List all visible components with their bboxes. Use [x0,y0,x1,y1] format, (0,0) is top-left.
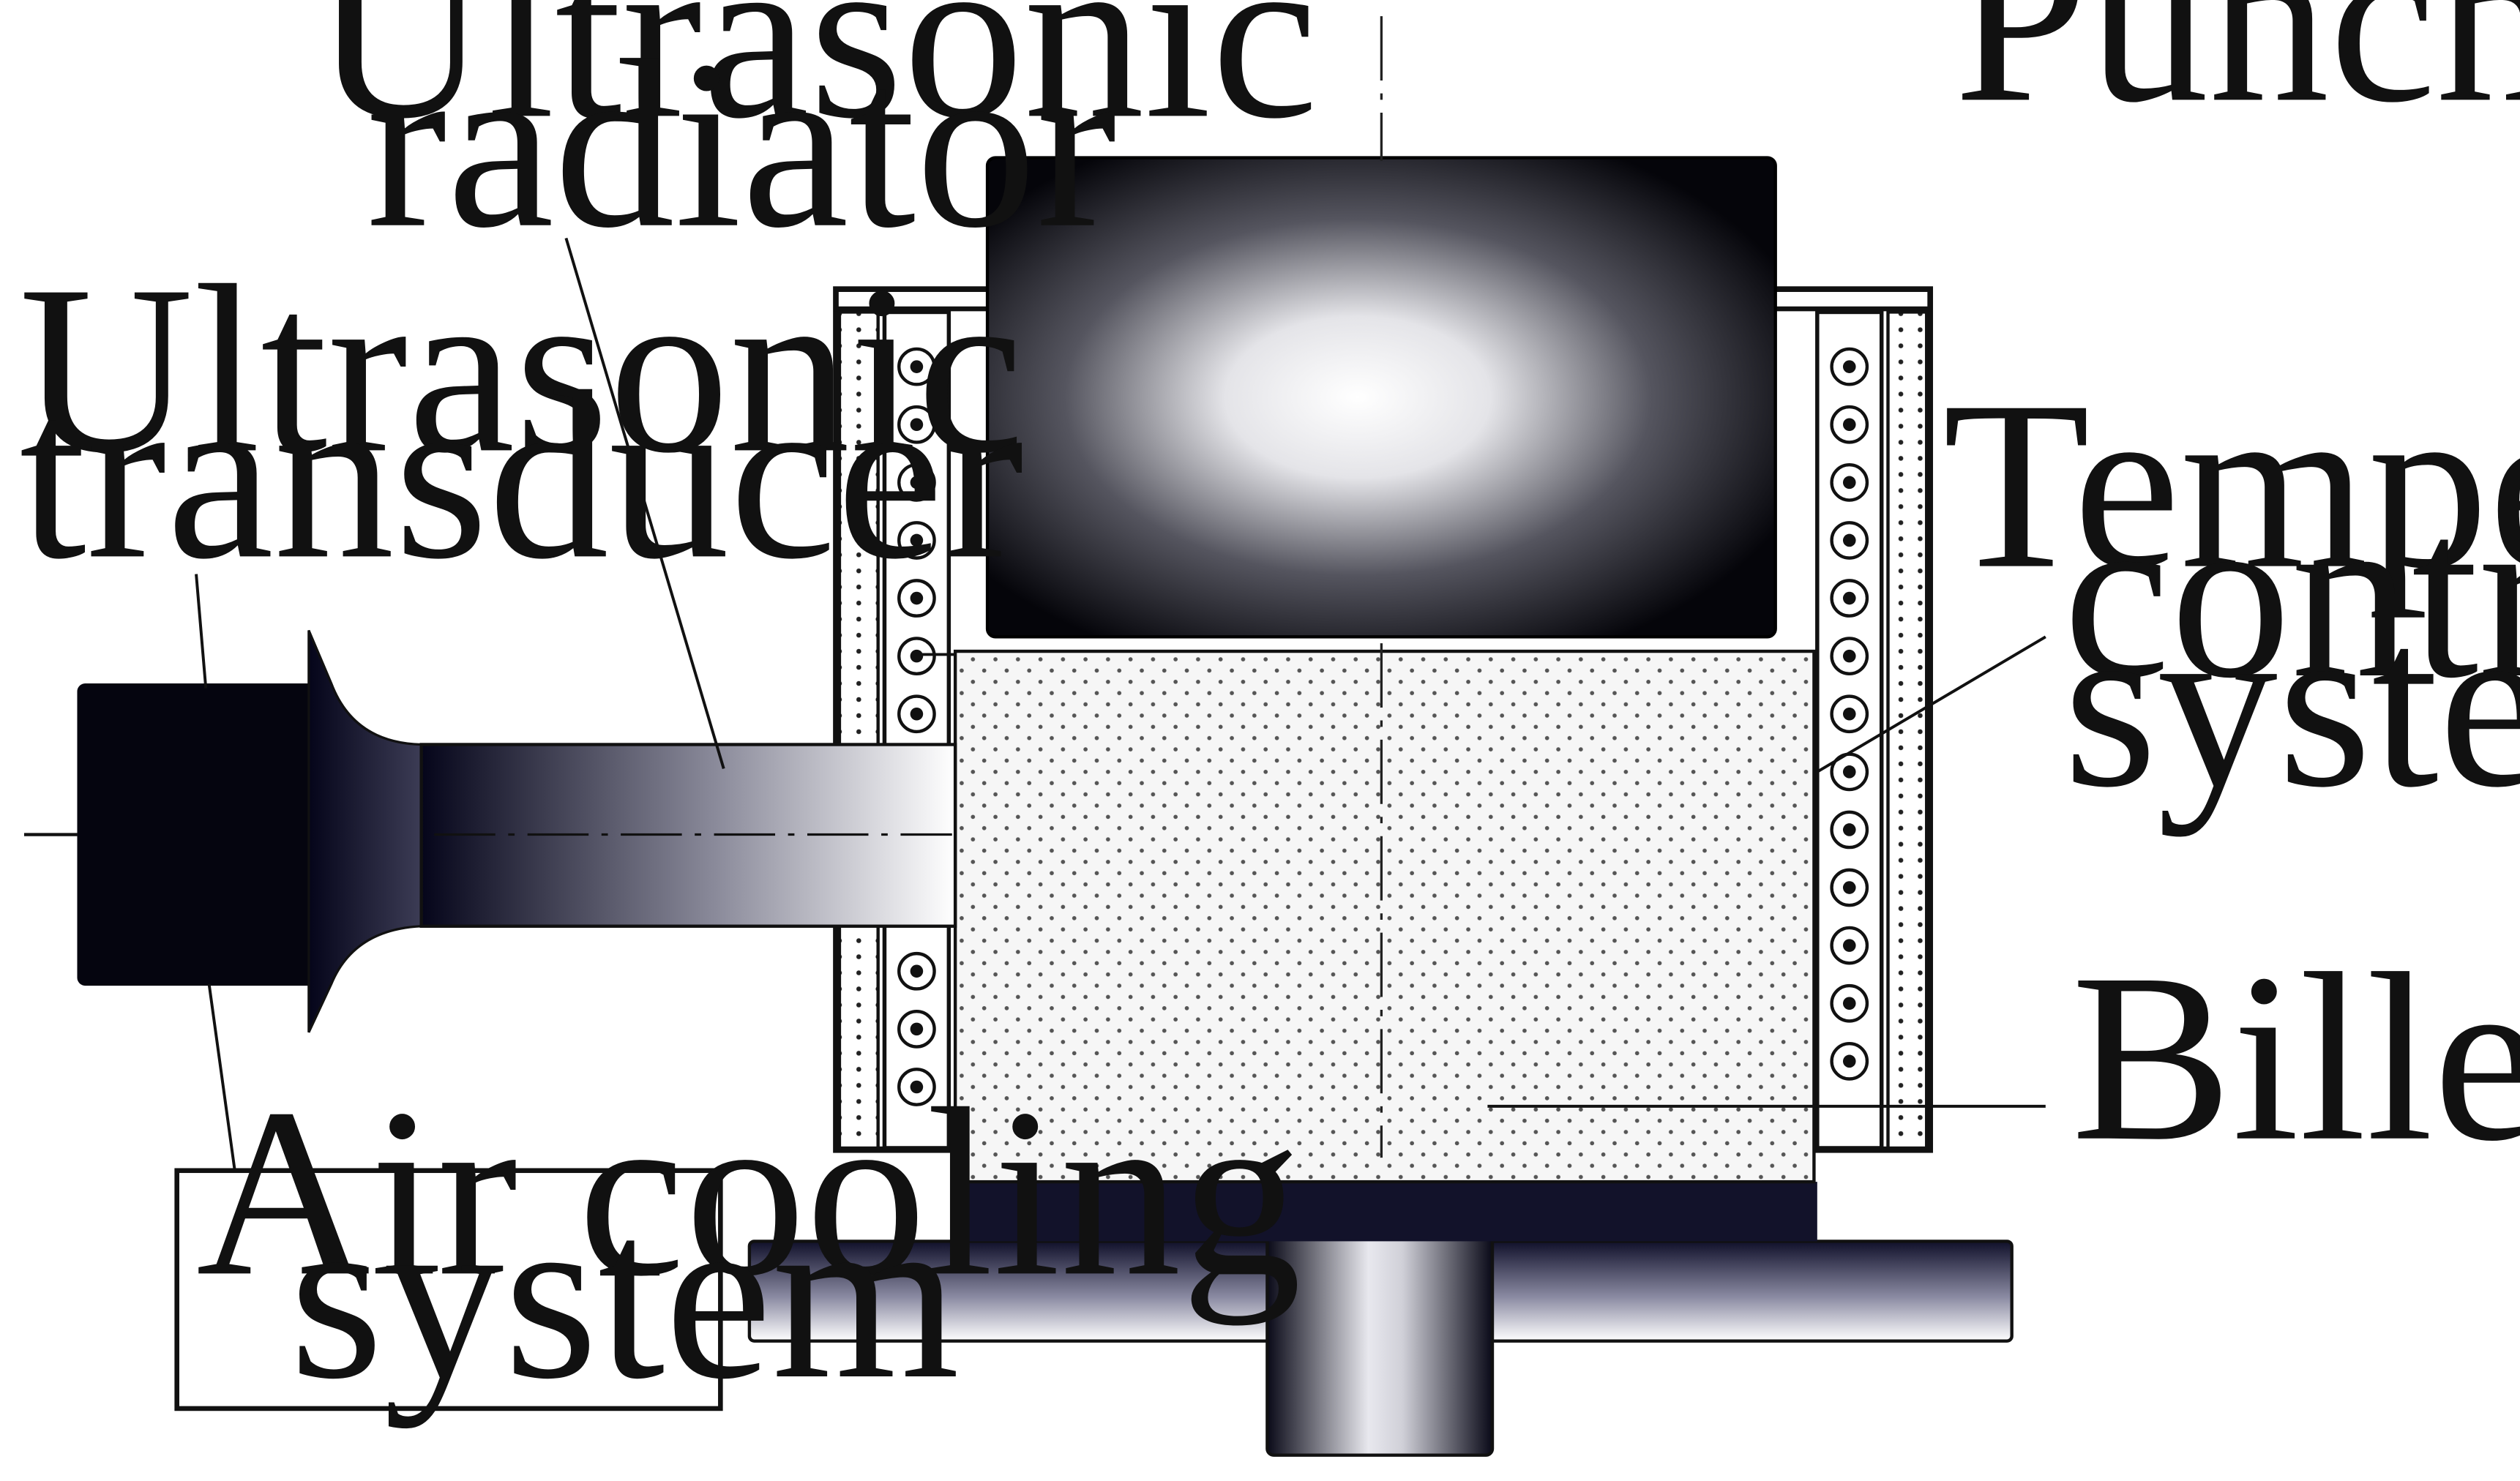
right-coil-winding [1830,1041,1869,1081]
left-coil-winding [897,405,936,444]
left-heating-coil [882,310,951,1150]
right-heating-coil [1815,310,1884,1150]
temperature-label-line2: control [2063,461,2520,728]
left-coil-winding [897,462,936,502]
left-coil-winding [897,951,936,991]
right-coil-winding [1830,926,1869,965]
left-coil-winding [897,579,936,618]
left-coil-winding [897,1068,936,1106]
air-cooling-label-line2: system [289,1162,959,1429]
radiator-label-line1: Ultrasonic [313,0,1318,168]
radiator-label-line2: radiator [367,11,1117,278]
billet [953,649,1816,1184]
left-coil-winding [897,637,936,676]
transducer-leader [195,574,208,689]
left-coil-winding [897,347,936,386]
ultrasonic-transducer [23,683,319,986]
ultrasonic-horn [307,629,423,1033]
right-coil-winding [1830,637,1869,676]
billet-label: Billet [2071,924,2520,1191]
temperature-leader [1816,635,2046,773]
radiator-leader [564,237,725,770]
right-coil-winding [1830,347,1869,386]
left-coil-winding [897,521,936,560]
ultrasonic-radiator [419,743,957,928]
right-coil-winding [1830,579,1869,618]
left-insulation-wall [837,310,880,1150]
right-insulation-wall [1886,310,1929,1150]
air-cooling-label-line1: Air cooling [196,1059,1301,1326]
right-coil-winding [1830,983,1869,1023]
left-coil-winding [897,694,936,734]
right-coil-winding [1830,694,1869,734]
temperature-label-line3: system [2063,570,2520,837]
right-coil-winding [1830,462,1869,502]
air-cooling-box [174,1168,723,1411]
punch-label: Punch [1954,0,2520,152]
leader-lines [195,237,2046,1171]
right-coil-winding [1830,521,1869,560]
right-coil-winding [1830,868,1869,907]
right-coil-winding [1830,752,1869,792]
air-cooling-leader [207,983,236,1171]
transducer-label-line2: transducer [19,342,1024,609]
right-coil-winding [1830,405,1869,444]
left-coil-winding [897,1010,936,1049]
right-coil-winding [1830,810,1869,850]
container-bottom [951,1182,1817,1242]
temperature-label-line1: Temperature [1943,352,2520,619]
transducer-label-line1: Ultrasonic [19,236,1024,503]
